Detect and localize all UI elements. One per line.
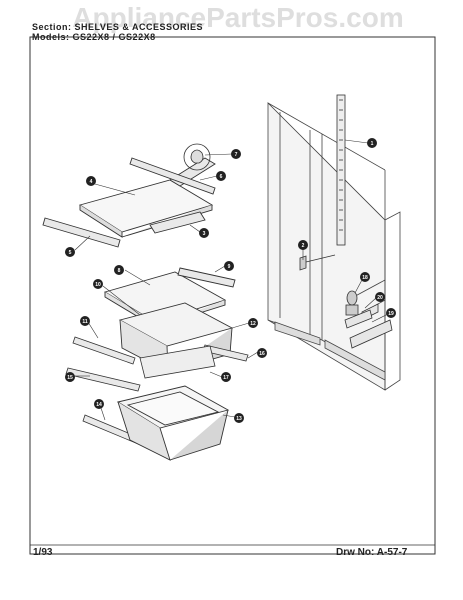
callout-19: 19: [386, 308, 396, 318]
callout-number: 15: [67, 375, 73, 381]
section-value: SHELVES & ACCESSORIES: [74, 22, 204, 32]
callout-16: 16: [257, 348, 267, 358]
callout-number: 14: [96, 402, 102, 408]
callout-17: 17: [221, 372, 231, 382]
clip-part: [299, 254, 336, 271]
callout-balloon: [65, 247, 75, 257]
callout-number: 6: [220, 174, 223, 180]
leader-lines: [74, 139, 389, 421]
section-label: Section:: [32, 22, 72, 32]
callout-20: 20: [375, 292, 385, 302]
callout-number: 12: [250, 321, 256, 327]
callout-balloon: [93, 279, 103, 289]
callout-number: 20: [377, 295, 383, 301]
callout-11: 11: [80, 316, 90, 326]
callout-balloon: [65, 372, 75, 382]
drawing-number: Drw No: A-57-7: [336, 547, 407, 558]
callout-2: 2: [298, 240, 308, 250]
callout-13: 13: [234, 413, 244, 423]
callout-balloon: [367, 138, 377, 148]
callout-balloon: [360, 272, 370, 282]
callout-12: 12: [248, 318, 258, 328]
callout-balloon: [224, 261, 234, 271]
callout-number: 11: [82, 319, 88, 325]
ladder-strip: [336, 94, 346, 246]
watermark: AppliancePartsPros.com: [72, 2, 404, 33]
section-header: Section: SHELVES & ACCESSORIES: [32, 22, 203, 32]
callout-7: 7: [231, 149, 241, 159]
callout-balloon: [80, 316, 90, 326]
callout-balloon: [94, 399, 104, 409]
callout-balloon: [257, 348, 267, 358]
callout-6: 6: [216, 171, 226, 181]
drawing-number-label: Drw No:: [336, 547, 375, 558]
models-header: Models: GS22X8 / GS22X8: [32, 32, 156, 42]
callout-18: 18: [360, 272, 370, 282]
callout-number: 16: [259, 351, 265, 357]
callout-balloon: [375, 292, 385, 302]
upper-shelf: [42, 157, 216, 248]
callout-number: 7: [235, 152, 238, 158]
callout-10: 10: [93, 279, 103, 289]
models-label: Models:: [32, 32, 70, 42]
callout-balloon: [221, 372, 231, 382]
callout-number: 9: [228, 264, 231, 270]
callout-1: 1: [367, 138, 377, 148]
models-value: GS22X8 / GS22X8: [72, 32, 156, 42]
callout-number: 1: [371, 141, 374, 147]
callout-balloon: [216, 171, 226, 181]
callout-number: 10: [95, 282, 101, 288]
callout-number: 18: [362, 275, 368, 281]
callout-3: 3: [199, 228, 209, 238]
callout-5: 5: [65, 247, 75, 257]
callout-8: 8: [114, 265, 124, 275]
callout-9: 9: [224, 261, 234, 271]
side-rails: [65, 336, 249, 447]
cabinet-small-parts: [344, 290, 393, 349]
callout-number: 19: [388, 311, 394, 317]
callout-4: 4: [86, 176, 96, 186]
callout-balloon: [298, 240, 308, 250]
callout-number: 17: [223, 375, 229, 381]
crisper-pan-lower: [116, 385, 230, 461]
callout-balloon: [231, 149, 241, 159]
bulb-part: [183, 143, 211, 171]
callout-balloon: [86, 176, 96, 186]
drawing-number-value: A-57-7: [376, 547, 408, 558]
callout-15: 15: [65, 372, 75, 382]
callout-balloon: [199, 228, 209, 238]
drawing-date: 1/93: [33, 547, 53, 558]
callout-number: 5: [69, 250, 72, 256]
callout-number: 13: [236, 416, 242, 422]
callout-balloon: [114, 265, 124, 275]
callout-balloon: [386, 308, 396, 318]
callout-number: 3: [203, 231, 206, 237]
callout-balloon: [248, 318, 258, 328]
callout-number: 2: [302, 243, 305, 249]
callout-balloon: [234, 413, 244, 423]
callout-number: 8: [118, 268, 121, 274]
diagram-frame: [29, 36, 436, 555]
callout-14: 14: [94, 399, 104, 409]
callout-number: 4: [90, 179, 93, 185]
